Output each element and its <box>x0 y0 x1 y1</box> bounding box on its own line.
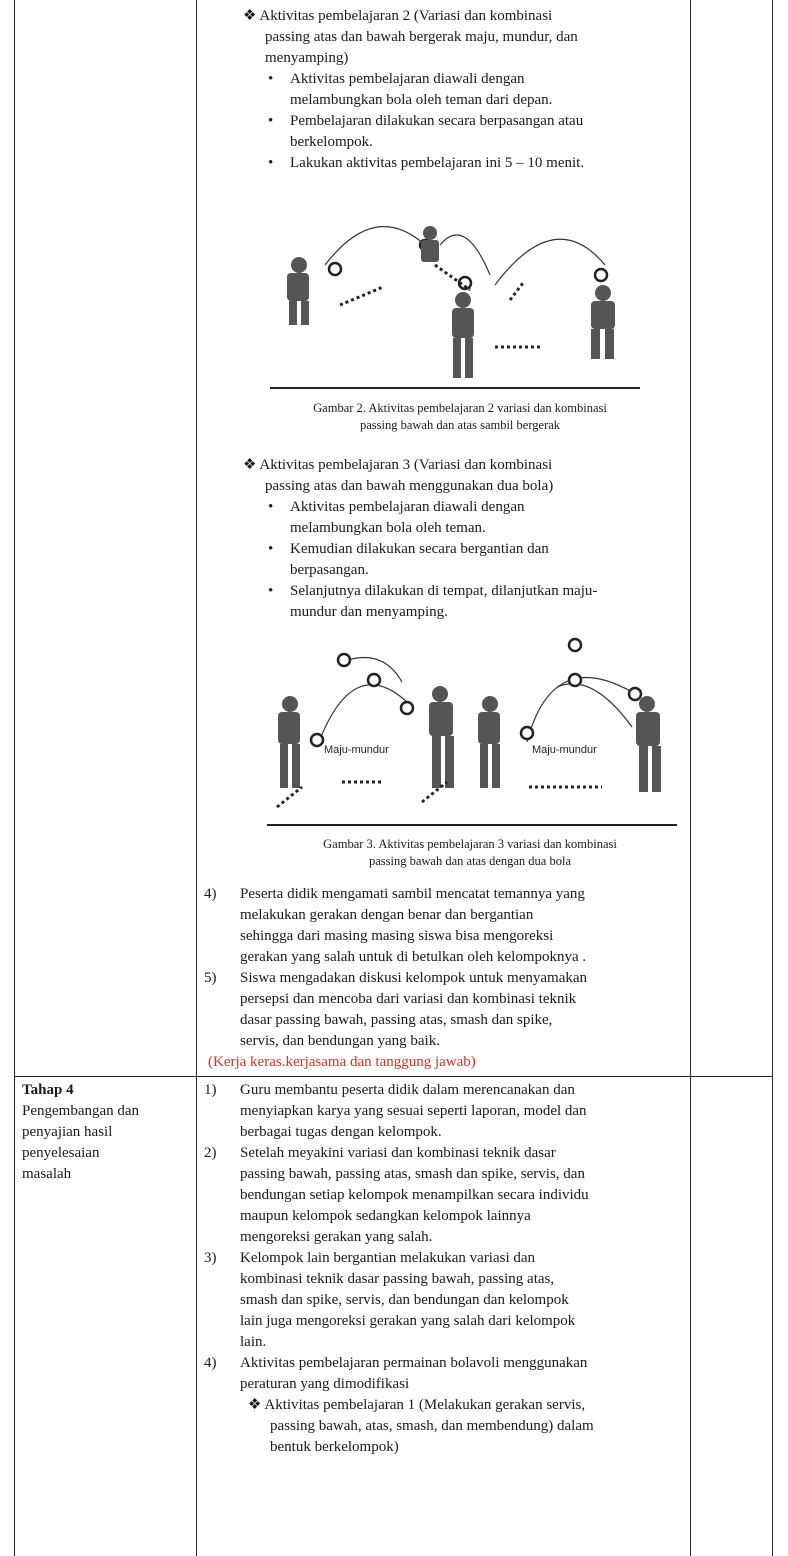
row-separator <box>14 1076 773 1077</box>
figure-2-illustration <box>270 225 640 389</box>
figure-3-caption: Gambar 3. Aktivitas pembelajaran 3 varia… <box>250 836 690 870</box>
step-number: 1) <box>204 1082 217 1098</box>
step-text: dasar passing bawah, passing atas, smash… <box>240 1012 553 1028</box>
tahap-description: Pengembangan dan <box>22 1103 140 1119</box>
step-text: Guru membantu peserta didik dalam merenc… <box>240 1082 575 1098</box>
step-text: bendungan setiap kelompok menampilkan se… <box>240 1187 589 1203</box>
activity-2-heading: ❖ Aktivitas pembelajaran 2 (Variasi dan … <box>243 6 578 69</box>
bullet-text: Kemudian dilakukan secara bergantian dan <box>290 541 549 557</box>
figure-3-illustration: Maju-mundur Maju-mundur <box>267 637 677 826</box>
tahap-description: penyajian hasil <box>22 1124 113 1140</box>
bullet-dot-icon: • <box>268 583 274 599</box>
activity-3-heading-line: passing atas dan bawah menggunakan dua b… <box>265 478 554 494</box>
activity-3-heading: ❖ Aktivitas pembelajaran 3 (Variasi dan … <box>243 455 553 497</box>
step-text: berbagai tugas dengan kelompok. <box>240 1124 442 1140</box>
step-text: Setelah meyakini variasi dan kombinasi t… <box>240 1145 556 1161</box>
step-number: 4) <box>204 1355 217 1371</box>
figure-3-label-left: Maju-mundur <box>324 744 389 756</box>
step-5: 5) Siswa mengadakan diskusi kelompok untu… <box>204 968 684 1052</box>
step-number: 2) <box>204 1145 217 1161</box>
step-4: 4) Peserta didik mengamati sambil mencata… <box>204 884 684 968</box>
step-text: menyiapkan karya yang sesuai seperti lap… <box>240 1103 587 1119</box>
figure-2-caption: Gambar 2. Aktivitas pembelajaran 2 varia… <box>240 400 680 434</box>
bullet-dot-icon: • <box>268 499 274 515</box>
bullet-text: Pembelajaran dilakukan secara berpasanga… <box>290 113 584 129</box>
bullet-dot-icon: • <box>268 71 274 87</box>
bullet-dot-icon: • <box>268 155 274 171</box>
step-text: servis, dan bendungan yang baik. <box>240 1033 440 1049</box>
activity-3-bullets: • Aktivitas pembelajaran diawali dengan m… <box>268 497 597 623</box>
bullet-text: Selanjutnya dilakukan di tempat, dilanju… <box>290 583 598 599</box>
table-divider-1 <box>196 0 197 1556</box>
bullet-text: berpasangan. <box>290 562 369 578</box>
table-divider-2 <box>690 0 691 1556</box>
table-border-left <box>14 0 15 1556</box>
step-text: Peserta didik mengamati sambil mencatat … <box>240 886 585 902</box>
step-text: mengoreksi gerakan yang salah. <box>240 1229 433 1245</box>
bullet-text: Aktivitas pembelajaran diawali dengan <box>290 499 525 515</box>
table-border-right <box>772 0 773 1556</box>
bullet-text: mundur dan menyamping. <box>290 604 448 620</box>
tahap-description: penyelesaian <box>22 1145 100 1161</box>
bullet-dot-icon: • <box>268 113 274 129</box>
step-number: 5) <box>204 970 217 986</box>
caption-line: Gambar 3. Aktivitas pembelajaran 3 varia… <box>323 837 617 851</box>
step-text: peraturan yang dimodifikasi <box>240 1376 410 1392</box>
bullet-text: berkelompok. <box>290 134 373 150</box>
step-text: passing bawah, passing atas, smash dan s… <box>240 1166 585 1182</box>
activity-2-heading-line: ❖ Aktivitas pembelajaran 2 (Variasi dan … <box>243 8 553 24</box>
tahap-title: Tahap 4 <box>22 1082 74 1098</box>
step-text: gerakan yang salah untuk di betulkan ole… <box>240 949 587 965</box>
sub-activity-text: bentuk berkelompok) <box>270 1439 399 1455</box>
activity-3-heading-line: ❖ Aktivitas pembelajaran 3 (Variasi dan … <box>243 457 553 473</box>
step-text: maupun kelompok sedangkan kelompok lainn… <box>240 1208 531 1224</box>
step-number: 4) <box>204 886 217 902</box>
step-text: smash dan spike, servis, dan bendungan d… <box>240 1292 569 1308</box>
step-text: melakukan gerakan dengan benar dan berga… <box>240 907 534 923</box>
step-text: sehingga dari masing masing siswa bisa m… <box>240 928 554 944</box>
caption-line: passing bawah dan atas dengan dua bola <box>368 854 572 868</box>
tahap-4-steps: 1) Guru membantu peserta didik dalam mere… <box>204 1080 688 1458</box>
step-text: kombinasi teknik dasar passing bawah, pa… <box>240 1271 555 1287</box>
step-text: lain. <box>240 1334 267 1350</box>
step-text: Siswa mengadakan diskusi kelompok untuk … <box>240 970 588 986</box>
step-text: Kelompok lain bergantian melakukan varia… <box>240 1250 536 1266</box>
tahap-description: masalah <box>22 1166 72 1182</box>
sub-activity-text: ❖ Aktivitas pembelajaran 1 (Melakukan ge… <box>248 1397 586 1413</box>
bullet-text: melambungkan bola oleh teman. <box>290 520 486 536</box>
bullet-text: melambungkan bola oleh teman dari depan. <box>290 92 553 108</box>
tahap-4-label: Tahap 4 Pengembangan dan penyajian hasil… <box>22 1080 192 1185</box>
figure-3-label-right: Maju-mundur <box>532 744 597 756</box>
step-number: 3) <box>204 1250 217 1266</box>
bullet-dot-icon: • <box>268 541 274 557</box>
values-note: (Kerja keras.kerjasama dan tanggung jawa… <box>208 1054 476 1070</box>
step-text: lain juga mengoreksi gerakan yang salah … <box>240 1313 576 1329</box>
sub-activity-text: passing bawah, atas, smash, dan membendu… <box>270 1418 594 1434</box>
activity-2-bullets: • Aktivitas pembelajaran diawali dengan m… <box>268 69 584 174</box>
bullet-text: Aktivitas pembelajaran diawali dengan <box>290 71 525 87</box>
activity-2-heading-line: passing atas dan bawah bergerak maju, mu… <box>265 29 578 45</box>
caption-line: passing bawah dan atas sambil bergerak <box>359 418 561 432</box>
activity-2-heading-line: menyamping) <box>265 50 349 66</box>
step-text: persepsi dan mencoba dari variasi dan ko… <box>240 991 577 1007</box>
bullet-text: Lakukan aktivitas pembelajaran ini 5 – 1… <box>290 155 585 171</box>
step-text: Aktivitas pembelajaran permainan bolavol… <box>240 1355 588 1371</box>
caption-line: Gambar 2. Aktivitas pembelajaran 2 varia… <box>313 401 607 415</box>
